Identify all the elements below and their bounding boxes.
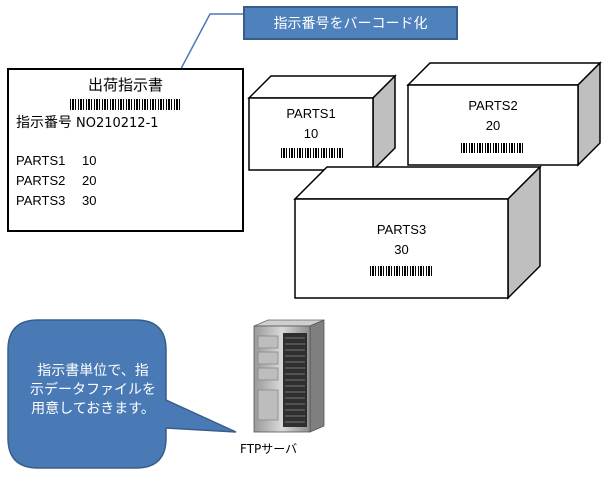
instruction-number-value: NO210212-1 bbox=[76, 116, 159, 131]
document-item-qty: 30 bbox=[82, 193, 97, 208]
bubble-line: 用意しておきます。 bbox=[31, 401, 155, 417]
document-item-row: PARTS3 30 bbox=[16, 193, 96, 208]
box-parts1-barcode bbox=[281, 148, 343, 158]
box-parts1-front bbox=[248, 97, 374, 171]
document-item-part: PARTS1 bbox=[16, 153, 66, 168]
shipping-instruction-document: 出荷指示書 指示番号 NO210212-1 PARTS1 10 PARTS2 20 P… bbox=[7, 68, 244, 232]
speech-bubble-text: 指示書単位で、指 示データファイルを 用意しておきます。 bbox=[18, 362, 168, 419]
server-label: FTPサーバ bbox=[240, 442, 298, 456]
document-item-row: PARTS2 20 bbox=[16, 173, 96, 188]
document-item-row: PARTS1 10 bbox=[16, 153, 96, 168]
box-parts1-label: PARTS1 10 bbox=[249, 104, 373, 144]
box-parts3 bbox=[293, 165, 542, 300]
barcode-callout: 指示番号をバーコード化 bbox=[243, 6, 458, 40]
document-item-part: PARTS2 bbox=[16, 173, 66, 188]
box-parts2-barcode bbox=[461, 143, 523, 153]
box-parts3-label: PARTS3 30 bbox=[295, 220, 508, 260]
box-part-name: PARTS2 bbox=[468, 98, 518, 113]
document-item-qty: 20 bbox=[82, 173, 97, 188]
document-item-part: PARTS3 bbox=[16, 193, 66, 208]
box-parts1 bbox=[247, 74, 397, 172]
box-part-name: PARTS3 bbox=[376, 222, 427, 237]
box-part-name: PARTS1 bbox=[286, 106, 336, 121]
box-qty: 30 bbox=[394, 242, 409, 257]
bubble-line: 示データファイルを bbox=[30, 382, 156, 398]
box-parts3-barcode bbox=[370, 266, 432, 276]
barcode-callout-text: 指示番号をバーコード化 bbox=[273, 16, 428, 32]
document-item-qty: 10 bbox=[82, 153, 97, 168]
bubble-line: 指示書単位で、指 bbox=[37, 363, 149, 379]
document-barcode bbox=[70, 99, 180, 110]
box-qty: 10 bbox=[303, 126, 319, 141]
instruction-number-label: 指示番号 bbox=[16, 115, 72, 131]
box-parts3-front bbox=[294, 198, 509, 299]
box-parts2-label: PARTS2 20 bbox=[408, 96, 578, 136]
speech-bubble-shape bbox=[7, 319, 237, 469]
box-qty: 20 bbox=[485, 118, 501, 133]
instruction-number-row: 指示番号 NO210212-1 bbox=[16, 112, 159, 132]
document-title: 出荷指示書 bbox=[87, 76, 163, 94]
